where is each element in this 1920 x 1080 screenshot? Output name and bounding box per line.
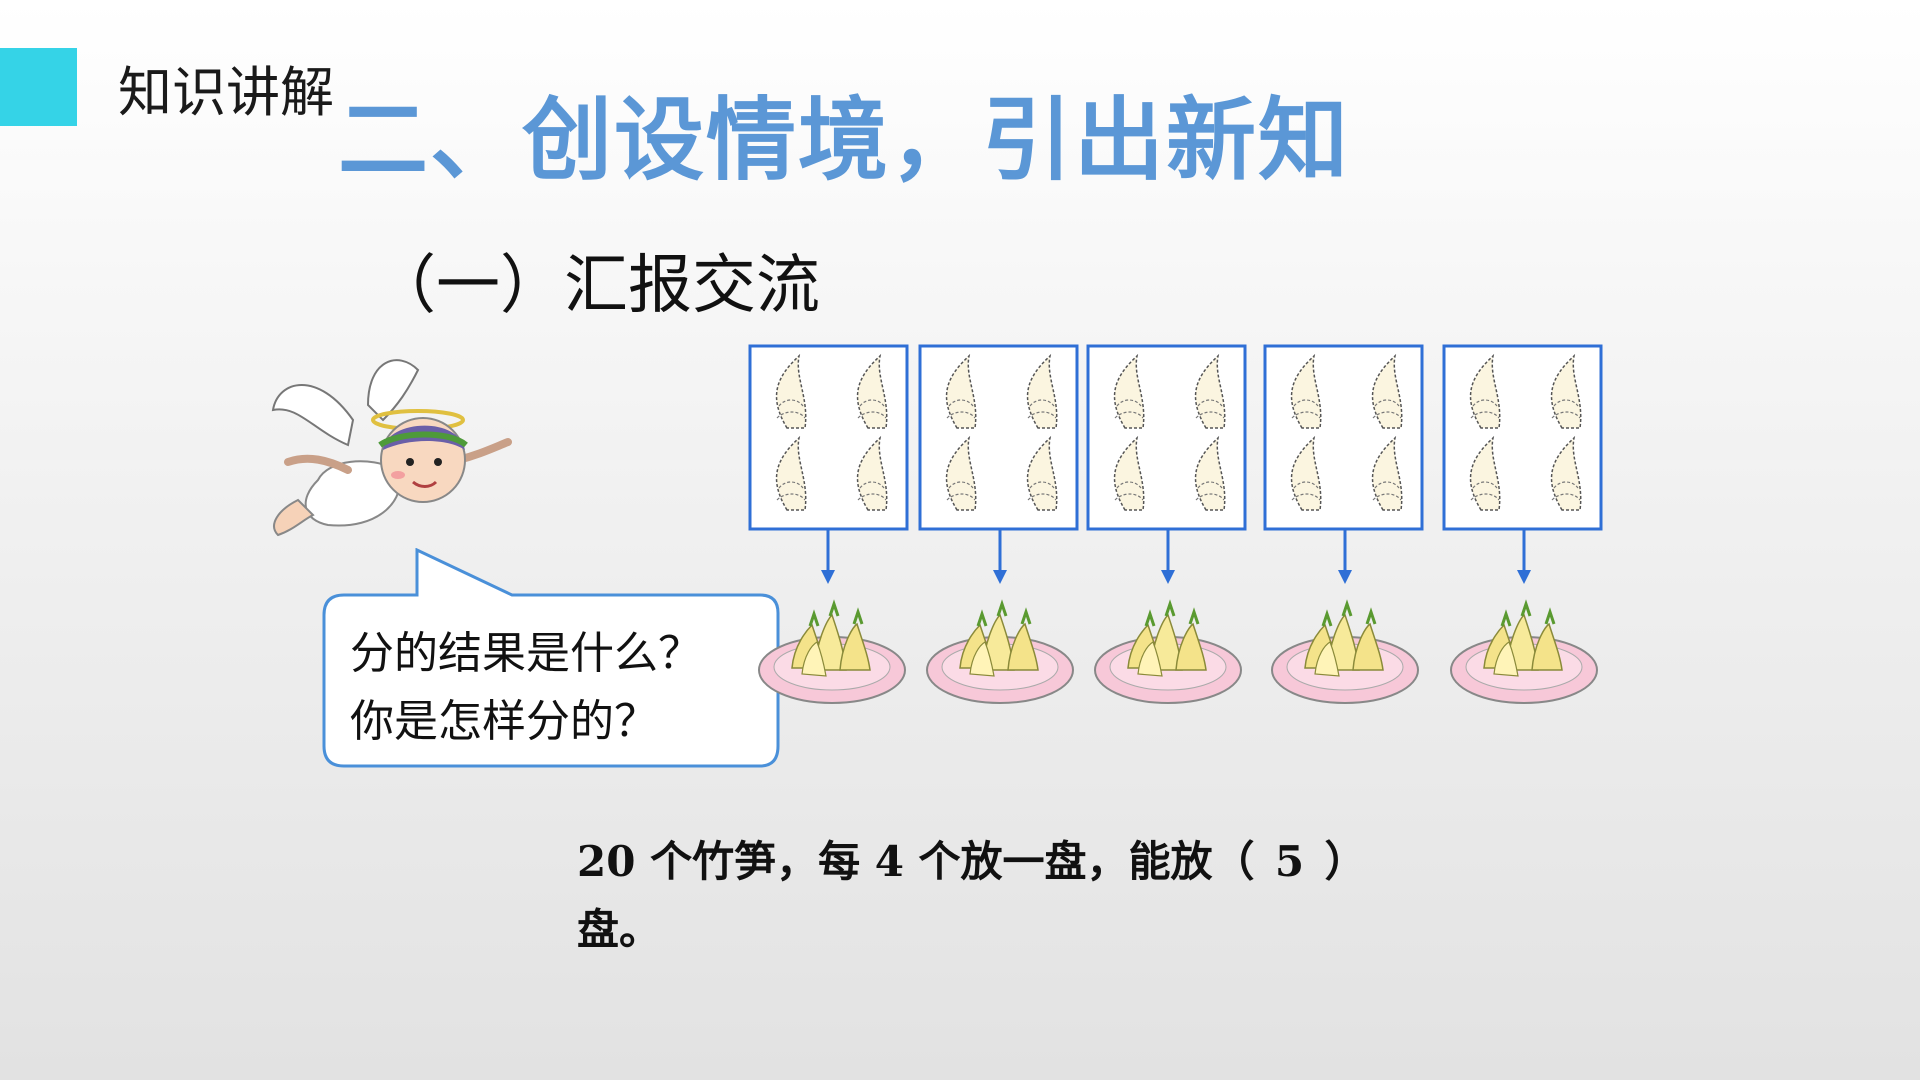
problem-text: 20 个竹笋，每 4 个放一盘，能放（ 5 ） 盘。: [577, 828, 1367, 964]
subsection-title: （一）汇报交流: [372, 249, 820, 323]
arrow-down-icon: [1338, 570, 1352, 584]
page-title: 二、创设情境，引出新知: [338, 88, 1350, 193]
box-2: [918, 344, 1079, 705]
problem-suffix: ）: [1324, 837, 1367, 886]
bubble-text: 分的结果是什么？ 你是怎样分的？: [350, 620, 702, 756]
arrow-down-icon: [821, 570, 835, 584]
box-3: [1086, 344, 1247, 705]
section-label: 知识讲解: [118, 61, 334, 124]
bubble-line-2: 你是怎样分的？: [350, 696, 658, 747]
accent-block: [0, 48, 77, 126]
bubble-line-1: 分的结果是什么？: [350, 628, 702, 679]
answer-value: 5: [1274, 837, 1305, 886]
problem-line-2: 盘。: [577, 905, 662, 954]
box-1: [748, 344, 909, 705]
arrow-down-icon: [1517, 570, 1531, 584]
division-illustration: [748, 344, 1603, 705]
box-5: [1442, 344, 1603, 705]
problem-prefix: 20 个竹笋，每 4 个放一盘，能放（: [577, 837, 1255, 886]
box-4: [1263, 344, 1424, 705]
speech-bubble: [322, 548, 780, 768]
angel-icon: [271, 359, 512, 537]
problem-line-1: 20 个竹笋，每 4 个放一盘，能放（ 5 ）: [577, 828, 1367, 896]
arrow-down-icon: [993, 570, 1007, 584]
arrow-down-icon: [1161, 570, 1175, 584]
